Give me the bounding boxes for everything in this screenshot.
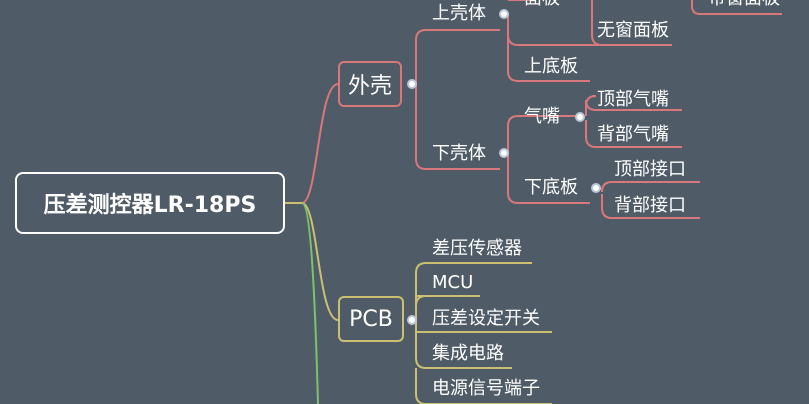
connector-pcb-sensor	[415, 262, 532, 320]
collapse-toggle-icon[interactable]	[407, 79, 417, 89]
node-integrated-circuit[interactable]: 集成电路	[432, 343, 504, 364]
node-mcu[interactable]: MCU	[432, 272, 474, 293]
node-power-signal-terminal[interactable]: 电源信号端子	[432, 378, 540, 399]
node-upper-shell[interactable]: 上壳体	[432, 3, 486, 24]
node-upper-bottom-plate[interactable]: 上底板	[524, 56, 578, 77]
node-back-port[interactable]: 背部接口	[614, 195, 686, 216]
connector-panel-withWindow	[691, 0, 782, 15]
node-back-nozzle[interactable]: 背部气嘴	[597, 124, 669, 145]
node-shell[interactable]: 外壳	[338, 61, 402, 107]
connector-root-shell	[285, 83, 339, 204]
node-lower-shell[interactable]: 下壳体	[432, 143, 486, 164]
node-nozzle[interactable]: 气嘴	[524, 106, 560, 127]
node-panel-with-window[interactable]: 带窗面板	[708, 0, 780, 10]
connector-pcb-ic	[415, 320, 512, 369]
node-top-nozzle[interactable]: 顶部气嘴	[597, 89, 669, 110]
node-pressure-sensor[interactable]: 差压传感器	[432, 238, 522, 259]
collapse-toggle-icon[interactable]	[407, 315, 417, 325]
connector-shell-lower	[415, 84, 500, 170]
node-pcb-label: PCB	[349, 306, 393, 332]
connector-lowerbottom-back	[601, 194, 700, 219]
node-top-port[interactable]: 顶部接口	[614, 159, 686, 180]
node-lower-bottom-plate[interactable]: 下底板	[524, 177, 578, 198]
connector-lower-nozzle	[507, 115, 580, 153]
connector-lower-bottom	[507, 153, 590, 204]
connector-nozzle-back	[585, 120, 682, 148]
collapse-toggle-icon[interactable]	[499, 9, 509, 19]
connector-nozzle-top	[585, 99, 682, 111]
root-label: 压差测控器LR-18PS	[43, 193, 257, 218]
connector-panel-children	[591, 0, 603, 46]
root-node[interactable]: 压差测控器LR-18PS	[15, 172, 285, 234]
node-panel-no-window[interactable]: 无窗面板	[597, 20, 669, 41]
connector-upper-bottom	[507, 14, 590, 82]
node-pressure-switch[interactable]: 压差设定开关	[432, 308, 540, 329]
node-pcb[interactable]: PCB	[338, 296, 404, 342]
node-panel[interactable]: 面板	[524, 0, 560, 10]
connector-root-third	[301, 202, 319, 404]
connector-shell-upper	[415, 29, 500, 84]
connector-lowerbottom-top	[601, 181, 700, 193]
collapse-toggle-icon[interactable]	[575, 112, 585, 122]
node-shell-label: 外壳	[347, 74, 392, 99]
collapse-toggle-icon[interactable]	[591, 183, 601, 193]
collapse-toggle-icon[interactable]	[499, 148, 509, 158]
